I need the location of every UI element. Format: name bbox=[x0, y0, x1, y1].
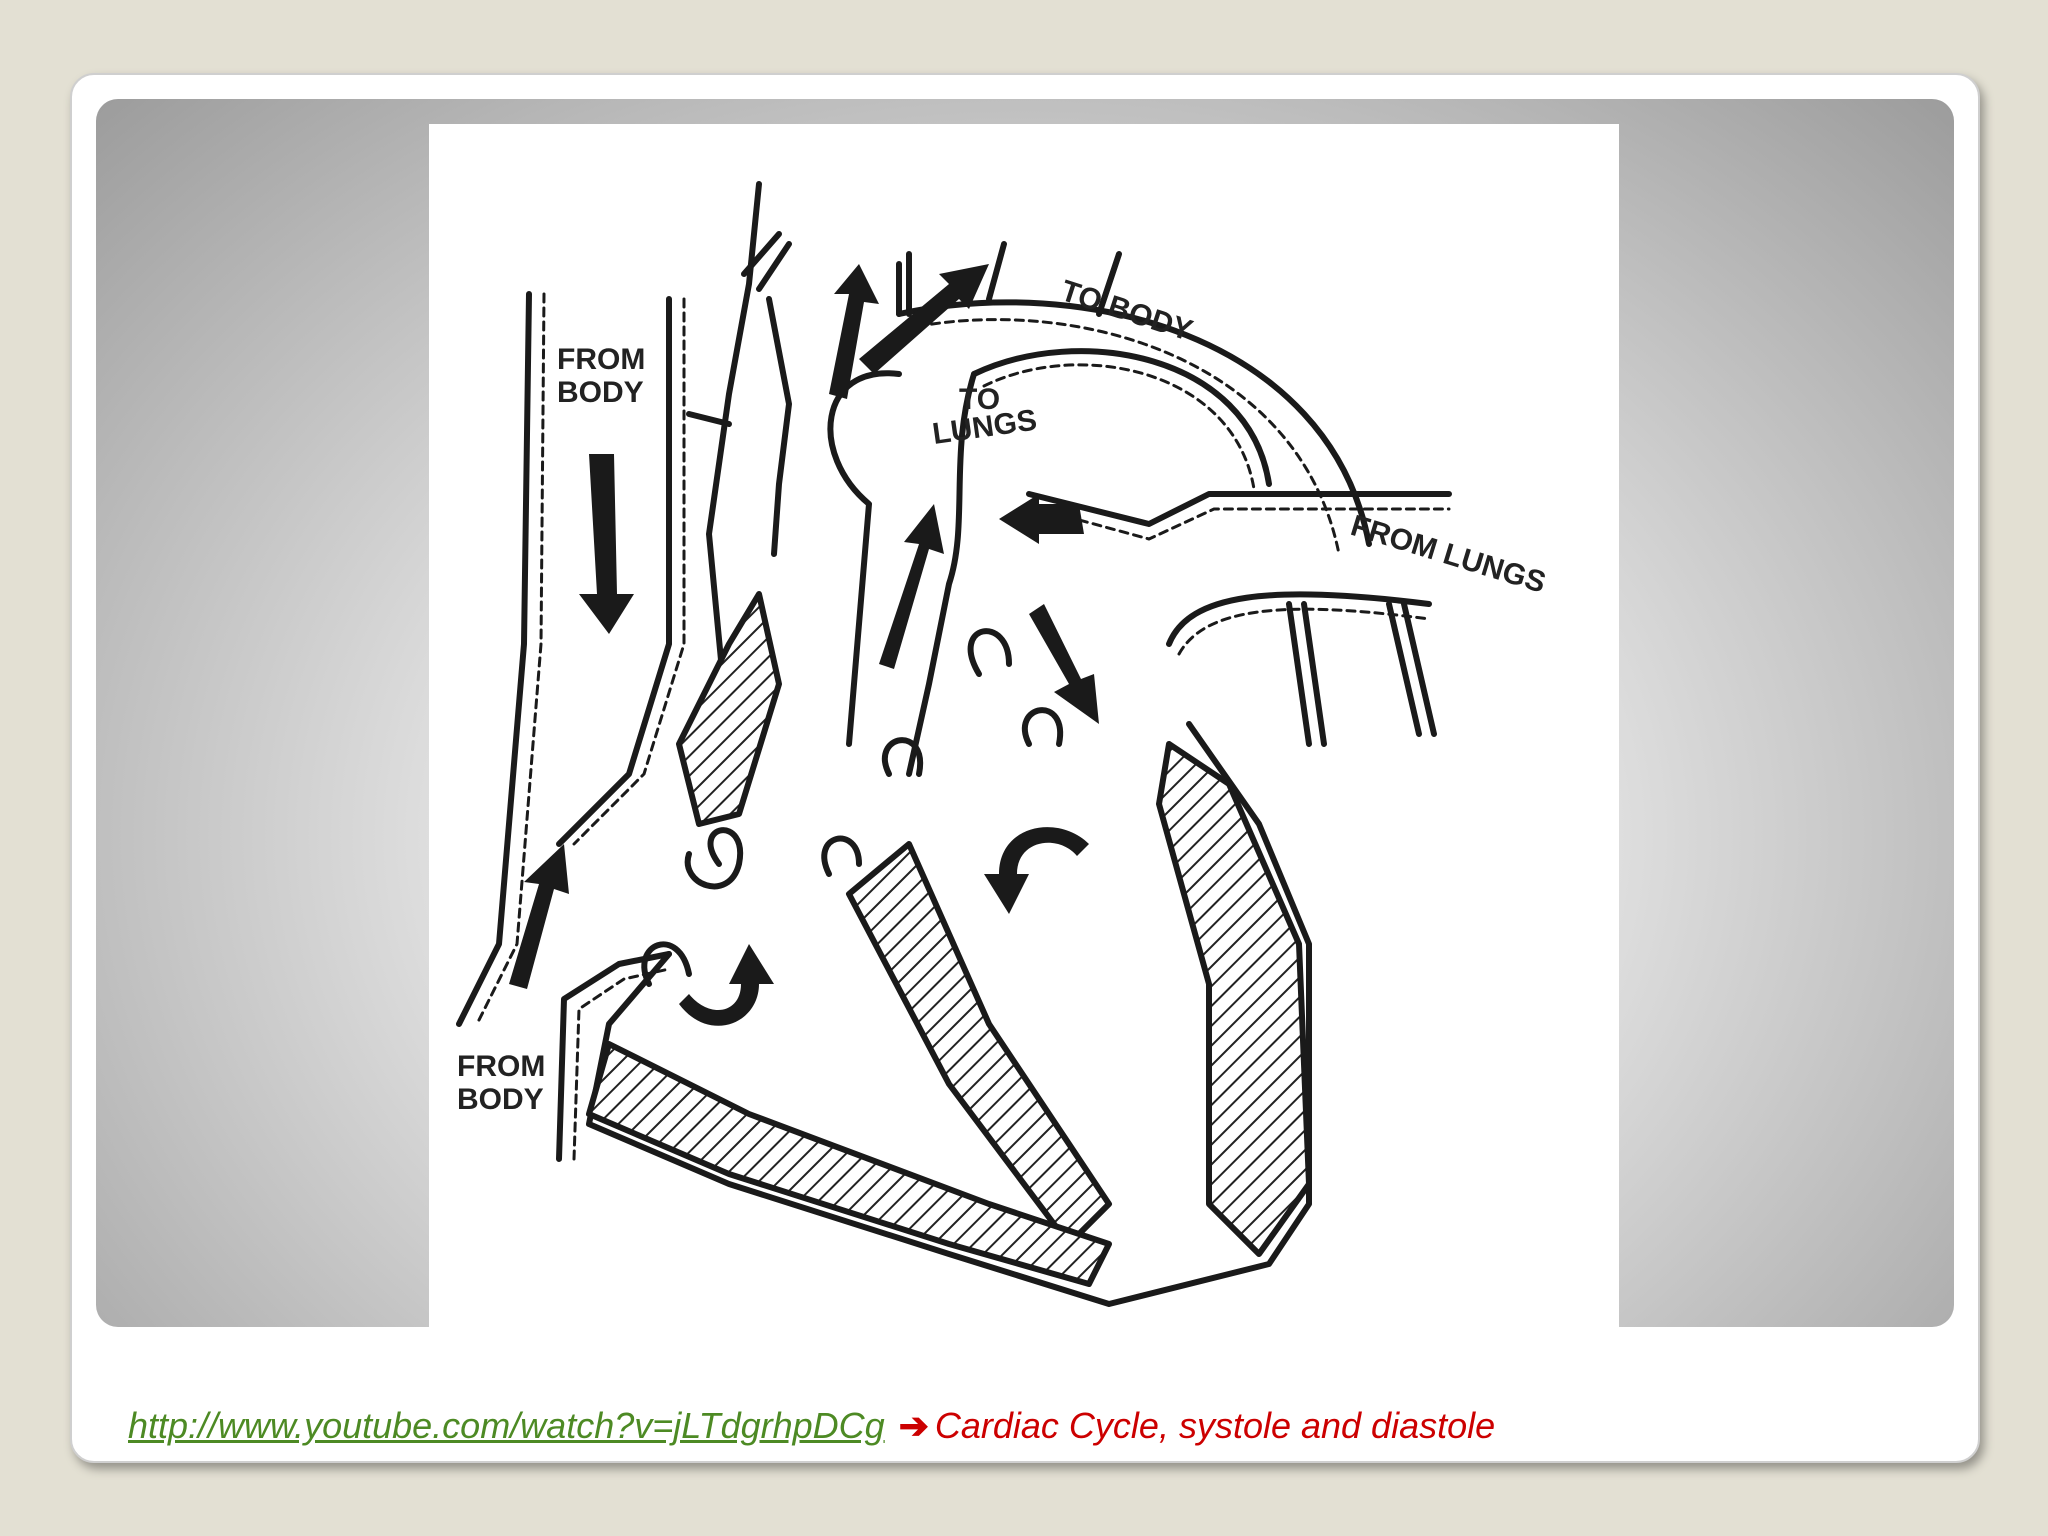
slide: FROM BODY TO LUNGS TO BODY FROM LUNGS FR… bbox=[70, 73, 1980, 1463]
label-from-body-bottom-1: FROM bbox=[457, 1050, 545, 1083]
label-from-body-top-1: FROM bbox=[557, 343, 645, 376]
aorta-arch bbox=[896, 299, 1372, 547]
label-to-body: TO BODY bbox=[1057, 274, 1197, 347]
label-from-body-top-2: BODY bbox=[557, 376, 644, 409]
pulmonary-artery bbox=[706, 181, 762, 747]
flow-arrows bbox=[509, 264, 1099, 1026]
labels: FROM BODY TO LUNGS TO BODY FROM LUNGS FR… bbox=[457, 274, 1549, 1116]
pulmonary-veins bbox=[1026, 491, 1452, 527]
youtube-link[interactable]: http://www.youtube.com/watch?v=jLTdgrhpD… bbox=[128, 1405, 885, 1446]
image-panel: FROM BODY TO LUNGS TO BODY FROM LUNGS FR… bbox=[96, 99, 1954, 1327]
caption-description: Cardiac Cycle, systole and diastole bbox=[934, 1405, 1496, 1446]
right-arrow-icon: ➔ bbox=[898, 1405, 929, 1446]
label-from-body-bottom-2: BODY bbox=[457, 1083, 544, 1116]
label-to-lungs-1: TO bbox=[959, 383, 1000, 416]
superior-vena-cava bbox=[456, 291, 532, 1027]
heart-diagram: FROM BODY TO LUNGS TO BODY FROM LUNGS FR… bbox=[429, 124, 1619, 1327]
caption: http://www.youtube.com/watch?v=jLTdgrhpD… bbox=[128, 1405, 1495, 1447]
label-from-lungs: FROM LUNGS bbox=[1347, 509, 1549, 600]
label-to-lungs-2: LUNGS bbox=[930, 404, 1039, 451]
